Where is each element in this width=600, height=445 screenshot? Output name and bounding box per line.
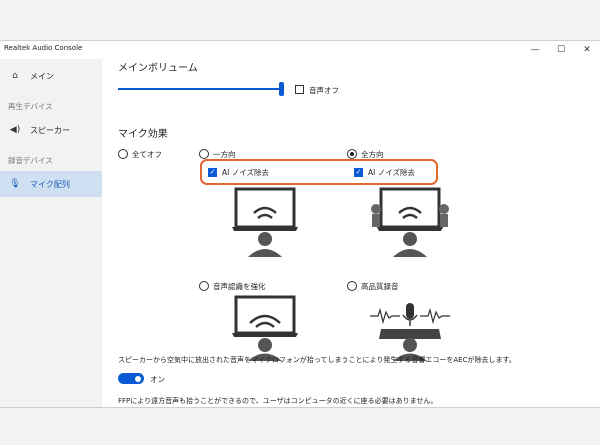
all-directions-illustration <box>371 187 449 257</box>
ffp-description: FFPにより遠方音声も拾うことができるので、ユーザはコンピュータの近くに座る必要… <box>118 397 438 405</box>
all-off-label: 全てオフ <box>132 150 162 159</box>
one-direction-label: 一方向 <box>213 150 236 159</box>
microphone-icon: 🎙 <box>9 179 21 189</box>
one-direction-illustration <box>232 187 298 257</box>
mute-checkbox[interactable] <box>295 85 304 94</box>
sidebar-item-label: メイン <box>30 71 54 81</box>
aec-description: スピーカーから空気中に放出された音声をマイクロフォンが拾ってしまうことにより発生… <box>118 356 516 364</box>
radio-one-direction[interactable] <box>199 149 209 159</box>
hq-recording-label: 高品質録音 <box>361 282 399 291</box>
app-window: Realtek Audio Console — ☐ ✕ ⌂ メイン 再生デバイス… <box>0 40 600 408</box>
voice-enhance-illustration <box>232 295 298 361</box>
title-bar: Realtek Audio Console — ☐ ✕ <box>0 41 600 59</box>
ai-noise-left-label: AI ノイズ除去 <box>222 168 270 177</box>
playback-section-label: 再生デバイス <box>8 102 53 111</box>
mic-effects-heading: マイク効果 <box>118 129 168 140</box>
close-button[interactable]: ✕ <box>583 45 591 55</box>
ai-noise-right-checkbox[interactable]: ✓ <box>354 168 363 177</box>
app-title: Realtek Audio Console <box>4 44 83 52</box>
sidebar-item-main[interactable]: ⌂ メイン <box>0 63 102 89</box>
main-volume-heading: メインボリューム <box>118 63 198 74</box>
sidebar-item-mic-array[interactable]: 🎙 マイク配列 <box>0 171 102 197</box>
ai-noise-right-label: AI ノイズ除去 <box>368 168 416 177</box>
volume-slider-track[interactable] <box>118 88 284 90</box>
sidebar: ⌂ メイン 再生デバイス ◀) スピーカー 録音デバイス 🎙 マイク配列 <box>0 59 102 407</box>
speaker-icon: ◀) <box>9 125 21 135</box>
volume-slider-thumb[interactable] <box>279 82 284 96</box>
maximize-button[interactable]: ☐ <box>556 45 566 55</box>
radio-voice-enhance[interactable] <box>199 281 209 291</box>
radio-all-directions[interactable] <box>347 149 357 159</box>
ai-noise-highlight: ✓ AI ノイズ除去 ✓ AI ノイズ除去 <box>200 159 438 185</box>
aec-toggle[interactable] <box>118 373 144 384</box>
ai-noise-left-checkbox[interactable]: ✓ <box>208 168 217 177</box>
all-directions-label: 全方向 <box>361 150 384 159</box>
sidebar-item-speaker[interactable]: ◀) スピーカー <box>0 117 102 143</box>
recording-section-label: 録音デバイス <box>8 156 53 165</box>
aec-toggle-label: オン <box>150 375 165 384</box>
radio-all-off[interactable] <box>118 149 128 159</box>
mute-label: 音声オフ <box>309 86 339 95</box>
radio-hq-recording[interactable] <box>347 281 357 291</box>
main-panel: メインボリューム 音声オフ マイク効果 全てオフ 一方向 全方向 ✓ AI ノイ… <box>102 59 600 407</box>
sidebar-item-label: スピーカー <box>30 125 70 135</box>
minimize-button[interactable]: — <box>530 45 540 55</box>
hq-recording-illustration <box>370 303 450 361</box>
home-icon: ⌂ <box>12 71 18 81</box>
voice-enhance-label: 音声認識を強化 <box>213 282 266 291</box>
sidebar-item-label: マイク配列 <box>30 179 70 189</box>
